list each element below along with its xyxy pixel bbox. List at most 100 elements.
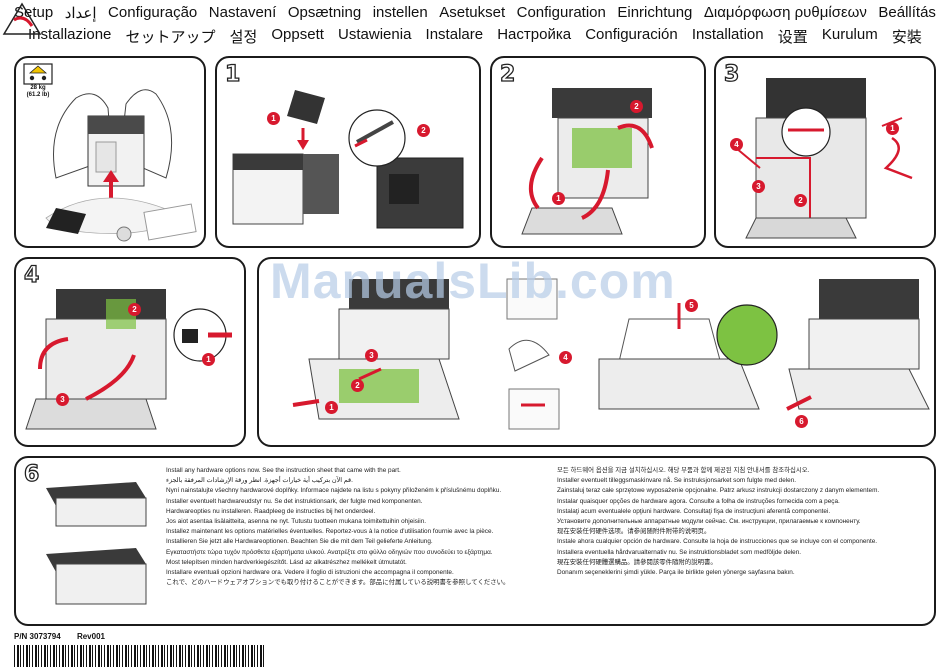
step-2-illustration (521, 88, 654, 235)
title-row-1: Setup إعداد Configuração Nastavení Opsæt… (0, 4, 950, 22)
step-number-6: 6 (23, 461, 40, 487)
callout-2: 2 (128, 303, 141, 316)
panel-step-1: 1 1 2 (215, 56, 481, 248)
title-row-2: Installazione セットアップ 설정 Oppsett Ustawien… (0, 26, 950, 47)
printer-image (338, 308, 450, 360)
instruction-line: Установите дополнительные аппаратные мод… (557, 518, 861, 526)
tray-detail-image (506, 278, 558, 320)
panel-step-5: 1 2 3 4 5 6 (257, 257, 936, 447)
cd-disc (116, 226, 132, 242)
step-number-2: 2 (499, 61, 516, 87)
instruction-line: Installieren Sie jetzt alle Hardwareopti… (166, 538, 433, 546)
title-german: Einrichtung (617, 4, 693, 21)
tray-option-top (55, 497, 147, 527)
setup-sheet (143, 203, 197, 241)
title-dutch: instellen (372, 4, 428, 21)
title-spanish: Configuración (585, 26, 678, 43)
instruction-line: Donanım seçeneklerini şimdi yükle. Parça… (557, 569, 795, 577)
title-italian: Installazione (28, 26, 112, 43)
tray-option-bottom (55, 563, 147, 605)
title-greek: Διαμόρφωση ρυθμίσεων (703, 4, 867, 21)
callout-1: 1 (886, 122, 899, 135)
step-5-illustration (292, 278, 930, 430)
instruction-line: これで、どのハードウェアオプションでも取り付けることができます。部品に付属してい… (166, 579, 510, 587)
title-traditional-chinese: 安裝 (891, 29, 922, 46)
title-polish: Ustawienia (338, 26, 412, 43)
callout-6: 6 (795, 415, 808, 428)
instruction-line: Installare eventuali opzioni hardware or… (166, 569, 454, 577)
options-trays-illustration (46, 482, 147, 605)
panel-step-4: 4 1 2 3 (14, 257, 246, 447)
step-number-4: 4 (23, 262, 40, 288)
callout-3: 3 (752, 180, 765, 193)
barcode (14, 645, 264, 667)
title-czech: Nastavení (208, 4, 277, 21)
instruction-line: 모든 하드웨어 옵션을 지금 설치하십시오. 해당 부품과 함께 제공된 지침 … (557, 467, 810, 474)
panel-step-2: 2 1 2 (490, 56, 706, 248)
instruction-line: Installez maintenant les options matérie… (166, 528, 494, 536)
callout-2: 2 (794, 194, 807, 207)
title-romanian: Instalare (425, 26, 484, 43)
instruction-line: Instalar quaisquer opções de hardware ag… (557, 497, 840, 505)
panel-lifting: 28 kg (61.2 lb) (14, 56, 206, 248)
printer-finished-image (808, 318, 920, 370)
packing-strip (883, 136, 913, 180)
instruction-line: Nyní nainstalujte všechny hardwarové dop… (166, 487, 502, 495)
instruction-line: Εγκαταστήστε τώρα τυχόν πρόσθετα εξαρτήμ… (166, 548, 493, 556)
instruction-line: Install any hardware options now. See th… (166, 467, 401, 474)
step-3-illustration (735, 78, 913, 239)
panel-step-3: 3 1 2 3 4 (714, 56, 936, 248)
instructions-right-column: 모든 하드웨어 옵션을 지금 설치하십시오. 해당 부품과 함께 제공된 지침 … (557, 466, 879, 578)
title-danish: Opsætning (287, 4, 362, 21)
zoom-circle (348, 109, 406, 167)
printer-back-image (376, 157, 464, 229)
instruction-line: Jos aiot asentaa lisälaitteita, asenna n… (166, 518, 427, 526)
part-number: P/N 3073794 (14, 632, 61, 641)
title-norwegian: Oppsett (271, 26, 324, 43)
callout-1: 1 (325, 401, 338, 414)
title-hungarian: Beállítás (878, 4, 936, 21)
callout-1: 1 (202, 353, 215, 366)
weight-lb: (61.2 lb) (26, 92, 50, 98)
toner-area (572, 128, 632, 168)
instruction-line: Most telepítsen minden hardverkiegészítő… (166, 558, 407, 566)
title-bar: Setup إعداد Configuração Nastavení Opsæt… (0, 0, 950, 50)
instruction-line: Instale ahora cualquier opción de hardwa… (557, 538, 878, 546)
step-1-illustration (232, 90, 464, 229)
accessory-box (46, 208, 86, 234)
person-right-outline (119, 89, 173, 179)
callout-1: 1 (267, 112, 280, 125)
callout-3: 3 (56, 393, 69, 406)
paper-flex-image (508, 339, 550, 372)
title-japanese: セットアップ (125, 29, 216, 46)
callout-1: 1 (552, 192, 565, 205)
instruction-line: 现在安装任何硬件选项。请参阅随附件附带的说明页。 (557, 528, 711, 536)
title-french: Configuration (516, 4, 606, 21)
title-arabic: إعداد (64, 5, 97, 22)
instructions-left-column: Install any hardware options now. See th… (166, 466, 509, 588)
title-turkish: Kurulum (821, 26, 878, 43)
revision: Rev001 (76, 632, 105, 641)
callout-4: 4 (730, 138, 743, 151)
callout-2: 2 (351, 379, 364, 392)
warning-icon (28, 65, 48, 74)
person-left-outline (53, 93, 113, 179)
footer: P/N 3073794 Rev001 (14, 632, 119, 641)
title-portuguese: Configuração (108, 4, 198, 21)
scanner-cover-image (287, 90, 325, 124)
instruction-line: Installera eventuella hårdvarualternativ… (557, 548, 802, 556)
instruction-line: Hardwareopties nu installeren. Raadpleeg… (166, 507, 376, 515)
instruction-line: Zainstaluj teraz całe sprzętowe wyposaże… (557, 487, 880, 495)
lifting-illustration (23, 63, 197, 242)
instruction-line: Installer eventuelt tilleggsmaskinvare n… (557, 477, 797, 485)
title-simplified-chinese: 设置 (777, 29, 808, 46)
watermark: ManualsLib.com (270, 253, 676, 309)
instruction-line: Instalaţi acum eventualele opţiuni hardw… (557, 507, 831, 515)
title-russian: Настройка (497, 26, 572, 43)
zoom-circle-guide (716, 304, 778, 366)
page-curl-logo (2, 2, 42, 35)
panel-step-6: 6 Install any hardware options now. See … (14, 456, 936, 626)
step-number-1: 1 (224, 61, 241, 87)
front-door-open (521, 207, 623, 235)
instruction-line: قم الآن بتركيب أية خيارات أجهزة. انظر ور… (166, 477, 353, 485)
